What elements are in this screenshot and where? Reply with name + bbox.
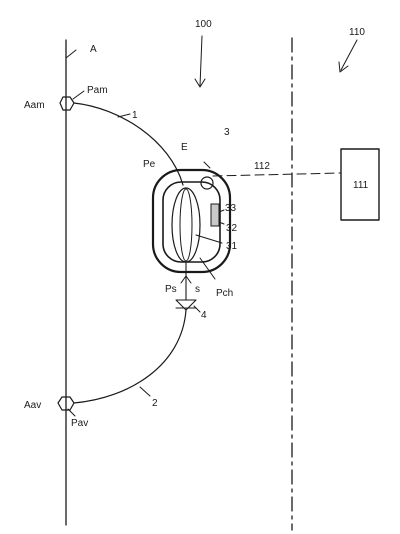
box-111 [340,148,380,221]
sensor-circle [200,176,214,190]
arrow-100-shaft [199,35,203,87]
label-112: 112 [254,161,270,172]
label-4: 4 [201,310,207,321]
label-2: 2 [152,398,158,409]
leader-a [65,49,77,59]
valve-4-icon [175,299,197,311]
leader-1 [117,113,131,118]
component-32 [210,203,220,227]
arrow-110-head [338,61,349,73]
arrow-110-shaft [340,39,358,71]
chamber-31-outer [171,187,201,263]
label-1: 1 [132,110,138,121]
leader-33 [218,209,225,213]
label-s: s [195,284,200,295]
connector-aav-icon [57,396,75,411]
leader-31 [195,234,223,244]
label-pch: Pch [216,288,233,299]
arrow-100-head [194,78,206,88]
label-a: A [90,44,97,55]
label-3: 3 [224,127,230,138]
leader-4 [193,305,201,313]
label-31: 31 [226,241,238,252]
label-ps: Ps [165,284,177,295]
leader-32 [218,221,225,225]
label-aam: Aam [24,100,45,111]
tube-2 [73,309,187,404]
leader-pav [67,408,76,417]
connector-aam-icon [59,96,75,111]
link-112 [212,172,342,177]
label-e: E [181,142,188,153]
leader-3 [203,161,211,169]
label-111: 111 [353,180,369,191]
device-3-outer [151,168,232,274]
label-aav: Aav [24,400,41,411]
leader-2 [139,386,151,397]
label-110: 110 [349,27,365,38]
label-pam: Pam [87,85,108,96]
label-32: 32 [226,223,238,234]
leader-pam [72,90,85,100]
outlet-arrow [180,275,192,284]
label-pe: Pe [143,159,156,170]
leader-pch [199,257,216,280]
label-100: 100 [195,19,212,30]
label-33: 33 [225,203,237,214]
chamber-31-inner [179,188,193,262]
label-pav: Pav [71,418,88,429]
